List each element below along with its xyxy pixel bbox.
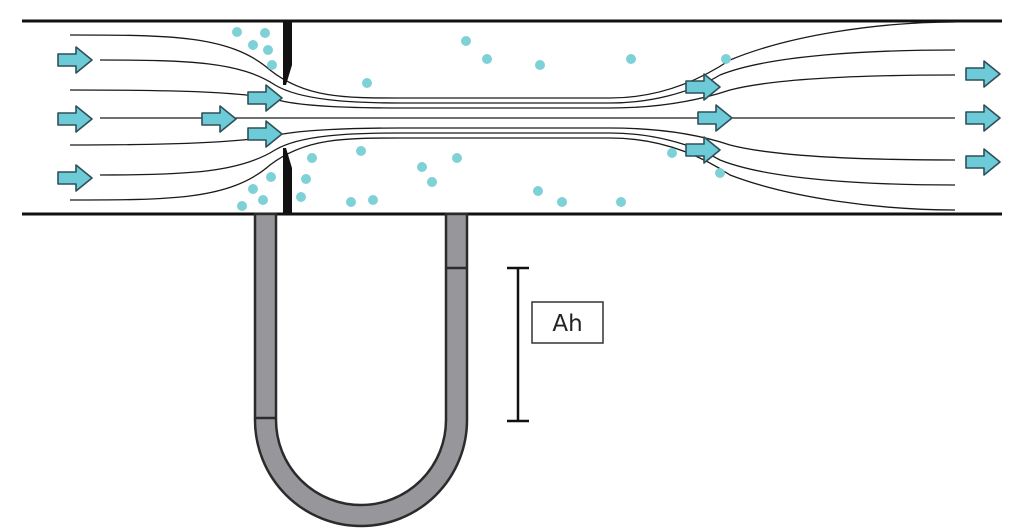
height-label-box xyxy=(531,301,604,344)
height-difference-indicator xyxy=(507,266,529,423)
particles xyxy=(232,27,731,211)
height-label: Ah xyxy=(552,311,582,337)
flow-arrows xyxy=(57,46,1001,192)
streamlines xyxy=(69,21,956,211)
manometer xyxy=(253,212,469,528)
manometer-tube xyxy=(253,212,469,528)
orifice-plate xyxy=(283,22,292,213)
